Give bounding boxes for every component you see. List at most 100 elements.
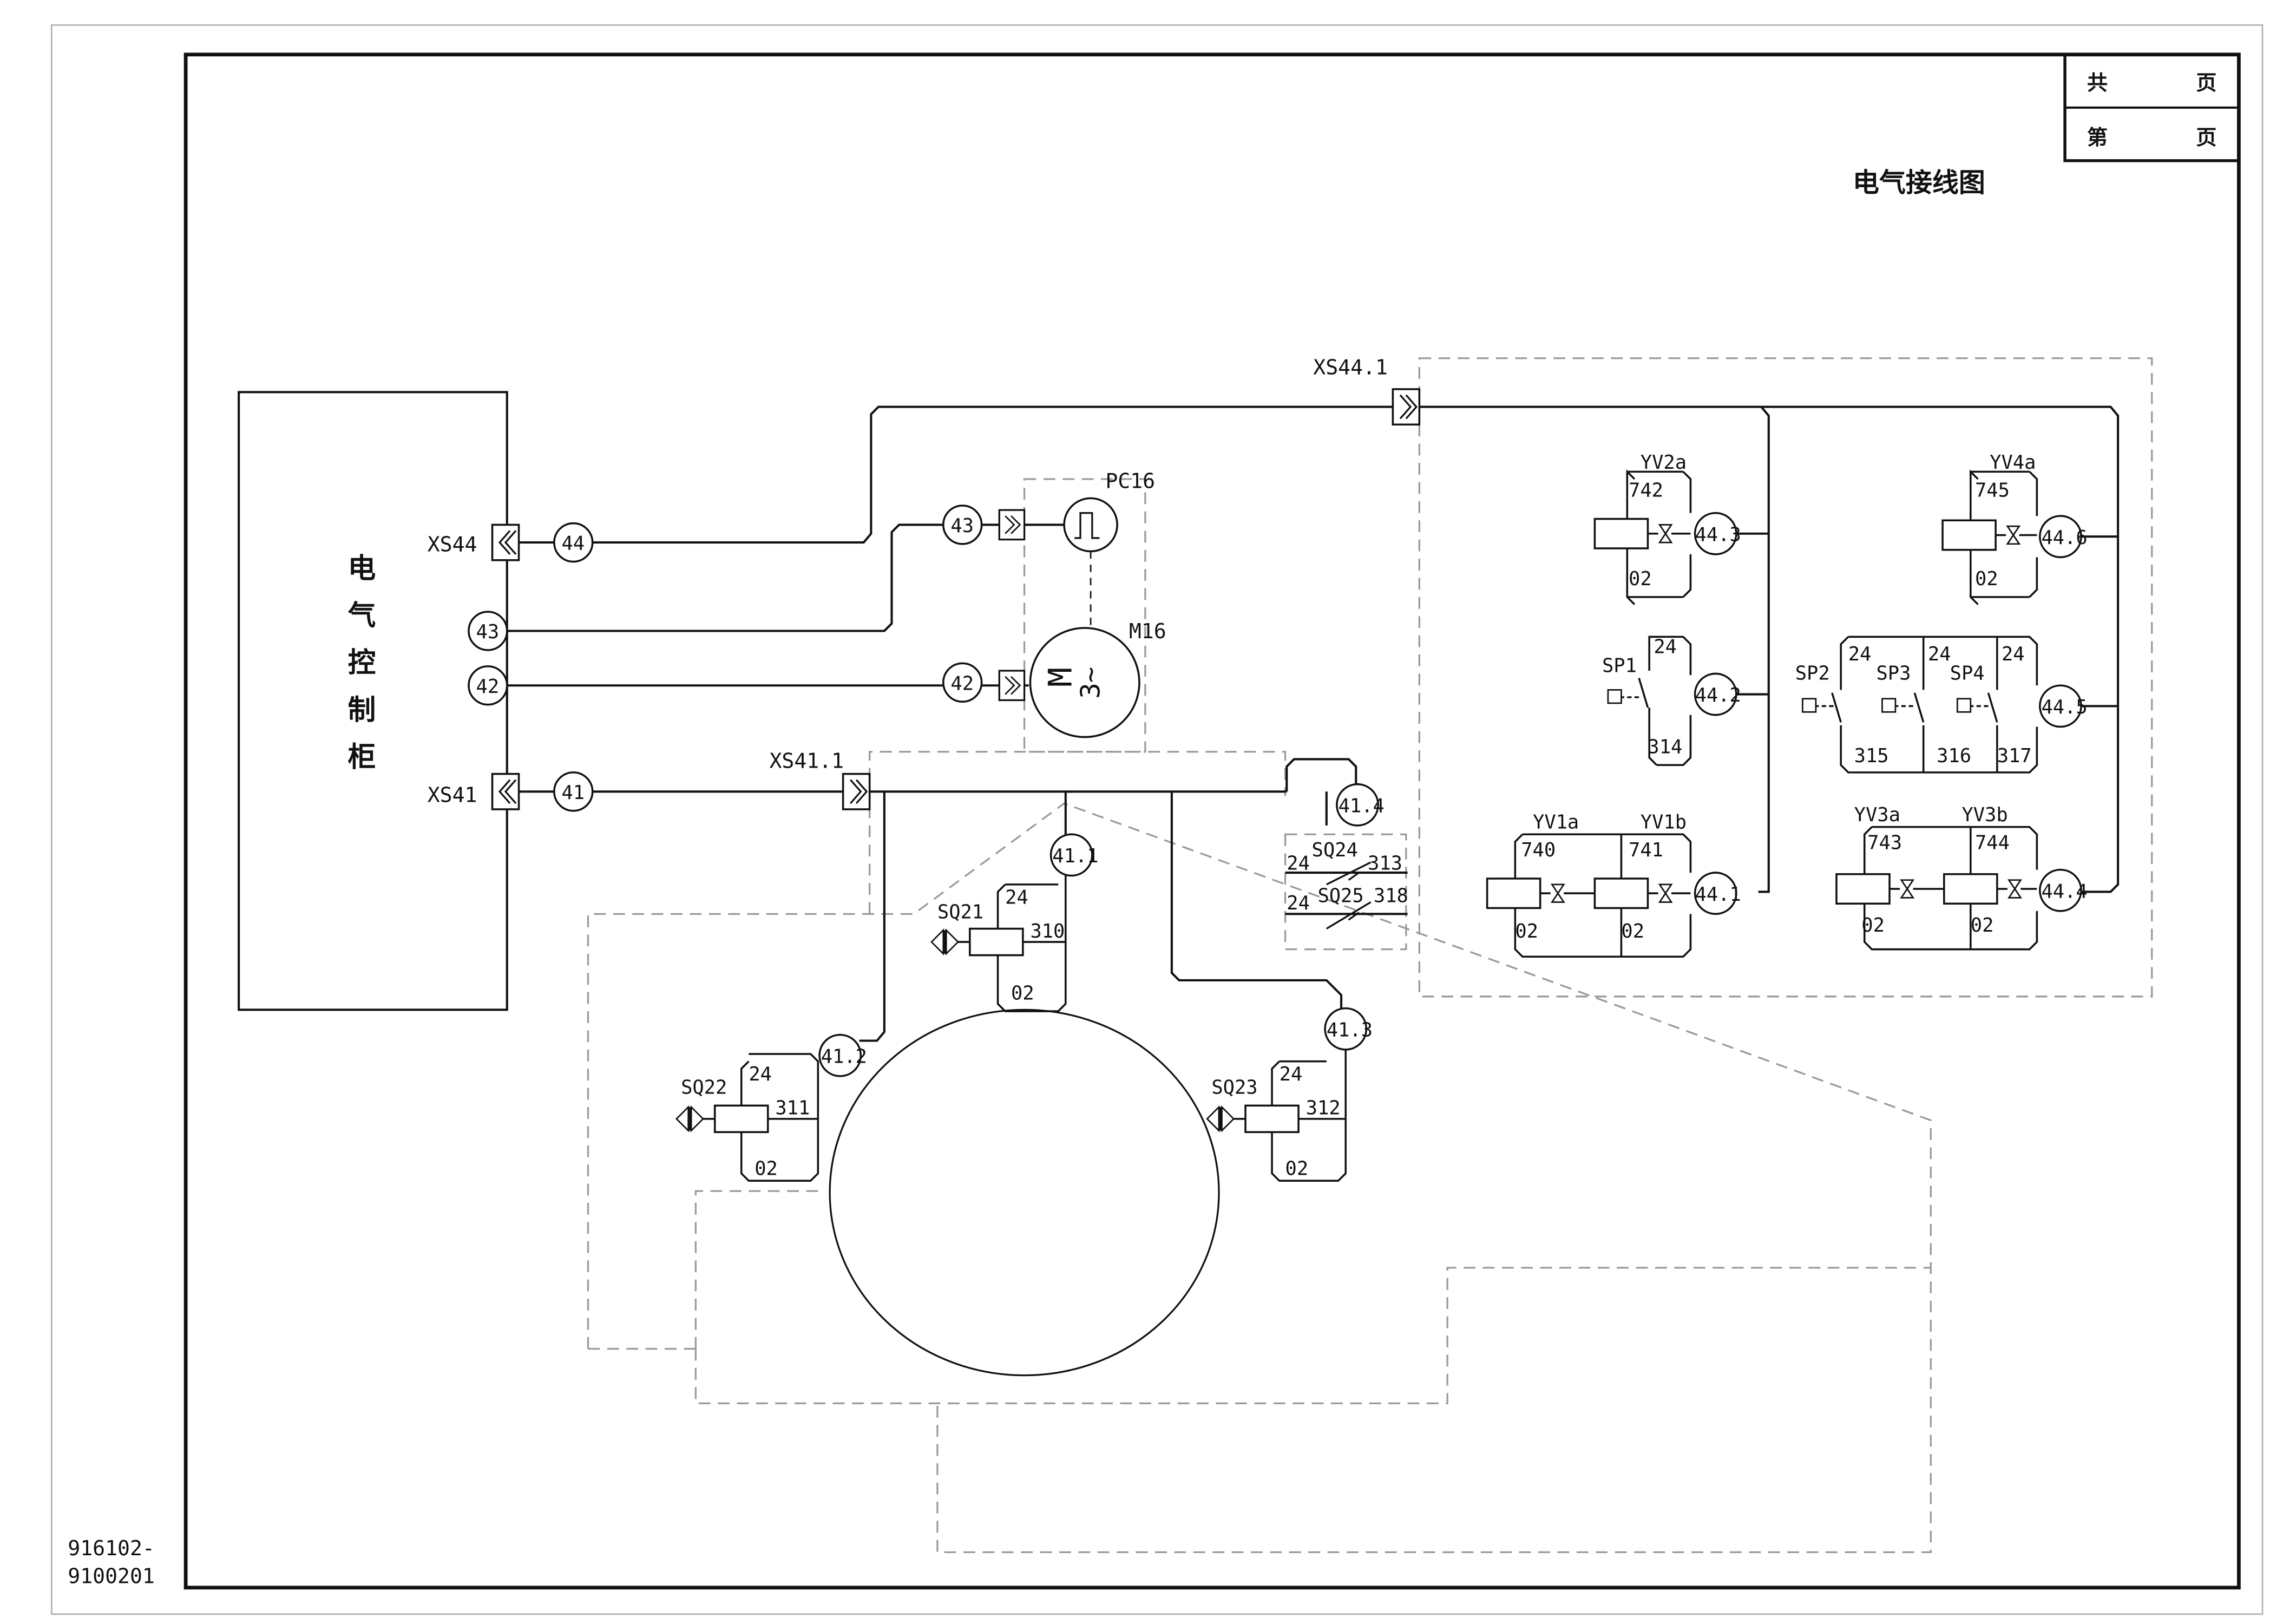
sp2-sp3-sp4-switches — [1801, 636, 2038, 774]
svg-text:制: 制 — [348, 694, 376, 726]
svg-text:24: 24 — [1005, 886, 1028, 908]
sq21-proximity-switch — [930, 875, 1067, 1012]
terminal-44-6: 44.6 — [2041, 527, 2087, 549]
xs44-1-connector: XS44.1 — [1313, 356, 1421, 426]
xs41-connector: XS41 — [428, 772, 520, 810]
wire-43: 43 — [476, 621, 500, 643]
svg-text:02: 02 — [1861, 914, 1885, 937]
svg-text:314: 314 — [1648, 736, 1682, 758]
svg-text:电: 电 — [348, 552, 376, 585]
svg-text:02: 02 — [1975, 568, 1998, 590]
svg-text:317: 317 — [1997, 745, 2032, 767]
svg-text:741: 741 — [1629, 839, 1663, 861]
svg-text:XS44.1: XS44.1 — [1313, 356, 1388, 379]
sq23-proximity-switch — [1206, 1049, 1347, 1182]
wires — [507, 405, 2120, 1042]
terminal-44-2: 44.2 — [1695, 684, 1741, 706]
yv4a-valve — [1941, 469, 2038, 605]
sq24-sq25-switches — [1326, 861, 1372, 929]
drawing-frame — [183, 53, 2241, 1590]
wire-42-m16: 42 — [950, 672, 974, 695]
svg-text:气: 气 — [348, 600, 376, 632]
svg-text:313: 313 — [1368, 853, 1402, 875]
sq22-label: SQ22 — [681, 1077, 727, 1099]
terminal-44-4: 44.4 — [2041, 880, 2087, 902]
cabinet-label: 电 气 控 制 柜 — [348, 552, 376, 774]
svg-text:柜: 柜 — [348, 741, 376, 774]
yv4a-label: YV4a — [1990, 451, 2036, 474]
svg-text:24: 24 — [1848, 643, 1872, 665]
svg-text:02: 02 — [1621, 920, 1644, 942]
svg-text:PC16: PC16 — [1105, 469, 1155, 493]
m16-plug — [998, 670, 1026, 702]
svg-text:02: 02 — [1011, 982, 1034, 1004]
svg-text:XS44: XS44 — [428, 532, 477, 556]
terminal-44-1: 44.1 — [1695, 883, 1741, 906]
yv2a-label: YV2a — [1641, 451, 1687, 474]
yv1b-label: YV1b — [1641, 811, 1687, 833]
svg-text:315: 315 — [1854, 745, 1889, 767]
sq25-label: SQ25 — [1317, 885, 1363, 907]
sq22-proximity-switch — [675, 1053, 819, 1182]
dashed-outlines — [587, 357, 2153, 1554]
sp1-label: SP1 — [1602, 655, 1637, 677]
sp1-pressure-switch — [1607, 636, 1692, 767]
svg-text:M16: M16 — [1129, 619, 1166, 643]
page-total-unit: 页 — [2196, 71, 2216, 95]
sq23-label: SQ23 — [1211, 1077, 1257, 1099]
yv1a-label: YV1a — [1533, 811, 1579, 833]
svg-text:311: 311 — [775, 1097, 810, 1119]
svg-text:02: 02 — [1515, 920, 1538, 942]
svg-text:02: 02 — [1629, 568, 1652, 590]
svg-text:316: 316 — [1937, 745, 1971, 767]
sq24-label: SQ24 — [1312, 839, 1358, 861]
svg-text:XS41: XS41 — [428, 783, 477, 807]
svg-text:24: 24 — [1287, 892, 1310, 914]
page-total-label: 共 — [2087, 71, 2108, 95]
sp4-label: SP4 — [1950, 662, 1985, 684]
svg-text:XS41.1: XS41.1 — [769, 749, 844, 773]
svg-text:24: 24 — [1928, 643, 1951, 665]
diagram-title: 电气接线图 — [1853, 167, 1985, 198]
yv3b-label: YV3b — [1962, 804, 2008, 826]
svg-text:743: 743 — [1867, 832, 1902, 854]
terminal-41-4: 41.4 — [1339, 795, 1385, 817]
yv3a-label: YV3a — [1854, 804, 1900, 826]
yv2a-valve — [1593, 469, 1692, 605]
page-current-label: 第 — [2087, 126, 2108, 149]
pc16-sensor: PC16 — [1063, 469, 1155, 627]
machine-outline-circle — [829, 1009, 1220, 1377]
wire-42: 42 — [476, 676, 500, 698]
outer-frame — [50, 24, 2264, 1615]
electric-control-cabinet — [238, 391, 508, 1011]
terminal-41-2: 41.2 — [821, 1045, 867, 1068]
svg-text:24: 24 — [1287, 853, 1310, 875]
svg-text:24: 24 — [1654, 636, 1677, 658]
sp2-label: SP2 — [1795, 662, 1830, 684]
yv3-valves — [1835, 826, 2038, 951]
svg-text:740: 740 — [1521, 839, 1556, 861]
wire-44: 44 — [562, 533, 585, 555]
svg-text:24: 24 — [2002, 643, 2025, 665]
svg-text:312: 312 — [1306, 1097, 1341, 1119]
xs44-connector: XS44 — [428, 523, 520, 561]
drawing-number-line2: 9100201 — [68, 1564, 155, 1588]
wire-numbers: 44 43 42 41 43 42 — [468, 505, 983, 812]
svg-text:24: 24 — [749, 1063, 772, 1085]
terminal-44-3: 44.3 — [1695, 523, 1741, 546]
terminal-41-3: 41.3 — [1327, 1019, 1373, 1041]
svg-text:24: 24 — [1280, 1063, 1303, 1085]
terminal-41-1: 41.1 — [1052, 845, 1098, 867]
motor-m-label: M — [1042, 667, 1080, 687]
svg-text:318: 318 — [1374, 885, 1408, 907]
xs41-1-connector: XS41.1 — [769, 749, 871, 810]
motor-phase-label: 3~ — [1075, 667, 1106, 699]
svg-text:310: 310 — [1030, 920, 1065, 942]
page-box: 共 页 第 页 — [2063, 53, 2241, 162]
sq21-label: SQ21 — [937, 901, 983, 923]
svg-text:742: 742 — [1629, 480, 1663, 502]
terminal-44-5: 44.5 — [2041, 696, 2087, 718]
yv1-valves — [1486, 833, 1692, 958]
svg-text:02: 02 — [1971, 914, 1994, 937]
